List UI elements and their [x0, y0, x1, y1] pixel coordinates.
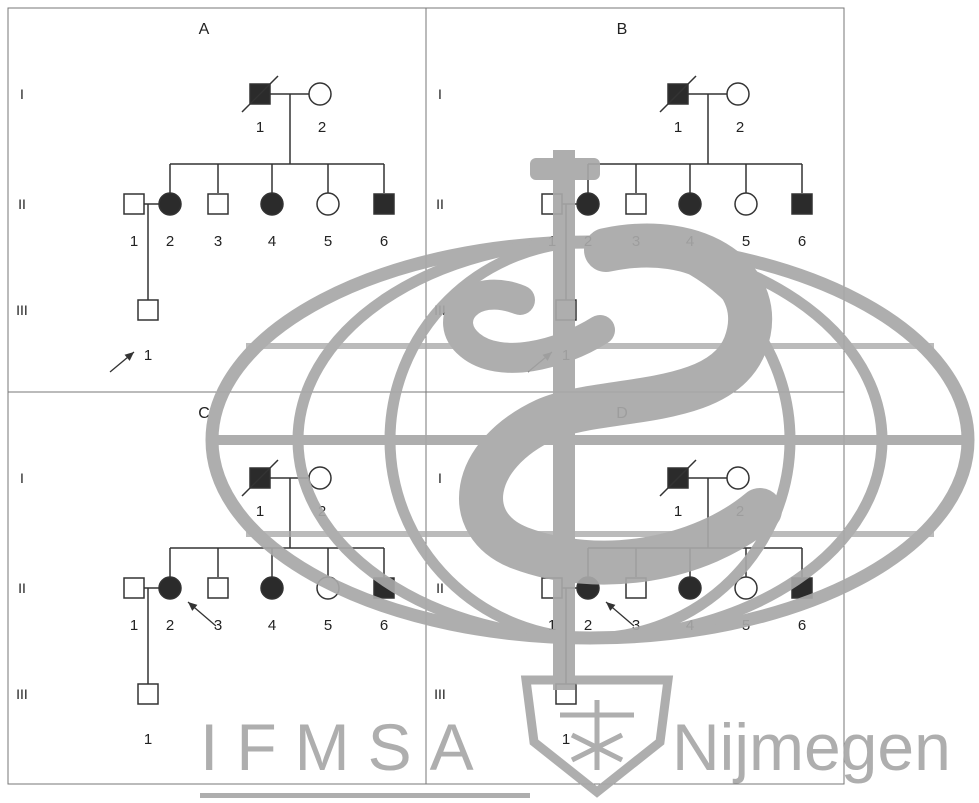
generation-label: III	[434, 686, 446, 702]
individual-number: 1	[674, 503, 682, 520]
individual-number: 4	[268, 617, 276, 634]
watermark-right-text: Nijmegen	[672, 710, 951, 784]
individual-number: 5	[324, 233, 332, 250]
individual-ii-3-square	[208, 578, 228, 598]
individual-number: 5	[742, 233, 750, 250]
individual-i-2-circle	[309, 83, 331, 105]
individual-number: 1	[256, 503, 264, 520]
individual-ii-1-square	[124, 578, 144, 598]
generation-label: I	[438, 86, 442, 102]
generation-label: III	[16, 686, 28, 702]
individual-number: 1	[130, 617, 138, 634]
individual-number: 1	[144, 731, 152, 748]
shield-eagle-mark	[560, 700, 634, 770]
individual-ii-4-circle	[679, 577, 701, 599]
individual-i-2-circle	[727, 83, 749, 105]
generation-label: II	[436, 196, 444, 212]
individual-number: 4	[268, 233, 276, 250]
individual-number: 5	[324, 617, 332, 634]
individual-ii-5-circle	[735, 193, 757, 215]
generation-label: II	[436, 580, 444, 596]
generation-label: II	[18, 580, 26, 596]
individual-i-2-circle	[727, 467, 749, 489]
individual-ii-4-circle	[261, 193, 283, 215]
individual-number: 2	[318, 119, 326, 136]
individual-number: 6	[380, 617, 388, 634]
wordmark-underline	[200, 793, 530, 798]
staff-top-cap	[530, 158, 600, 180]
individual-number: 6	[798, 617, 806, 634]
individual-number: 2	[584, 617, 592, 634]
individual-number: 1	[256, 119, 264, 136]
panel-label: B	[617, 21, 628, 38]
individual-ii-2-circle	[159, 193, 181, 215]
individual-number: 6	[798, 233, 806, 250]
generation-label: II	[18, 196, 26, 212]
generation-label: I	[20, 470, 24, 486]
individual-number: 1	[562, 731, 570, 748]
individual-iii-1-square	[138, 300, 158, 320]
individual-i-2-circle	[309, 467, 331, 489]
generation-label: I	[438, 470, 442, 486]
individual-ii-2-circle	[159, 577, 181, 599]
individual-ii-4-circle	[679, 193, 701, 215]
individual-ii-3-square	[208, 194, 228, 214]
individual-number: 6	[380, 233, 388, 250]
individual-ii-6-square	[792, 194, 812, 214]
individual-number: 1	[674, 119, 682, 136]
serpent-head	[458, 295, 600, 358]
watermark-left-text: IFMSA	[200, 710, 492, 784]
individual-ii-2-circle	[577, 193, 599, 215]
panel-label: A	[199, 21, 210, 38]
individual-iii-1-square	[138, 684, 158, 704]
individual-ii-4-circle	[261, 577, 283, 599]
individual-number: 1	[144, 347, 152, 364]
individual-number: 3	[214, 233, 222, 250]
individual-number: 2	[166, 233, 174, 250]
individual-ii-3-square	[626, 194, 646, 214]
individual-number: 1	[130, 233, 138, 250]
individual-ii-6-square	[374, 194, 394, 214]
generation-label: I	[20, 86, 24, 102]
individual-number: 2	[736, 119, 744, 136]
generation-label: III	[16, 302, 28, 318]
individual-ii-5-circle	[317, 193, 339, 215]
individual-number: 2	[166, 617, 174, 634]
individual-ii-1-square	[124, 194, 144, 214]
